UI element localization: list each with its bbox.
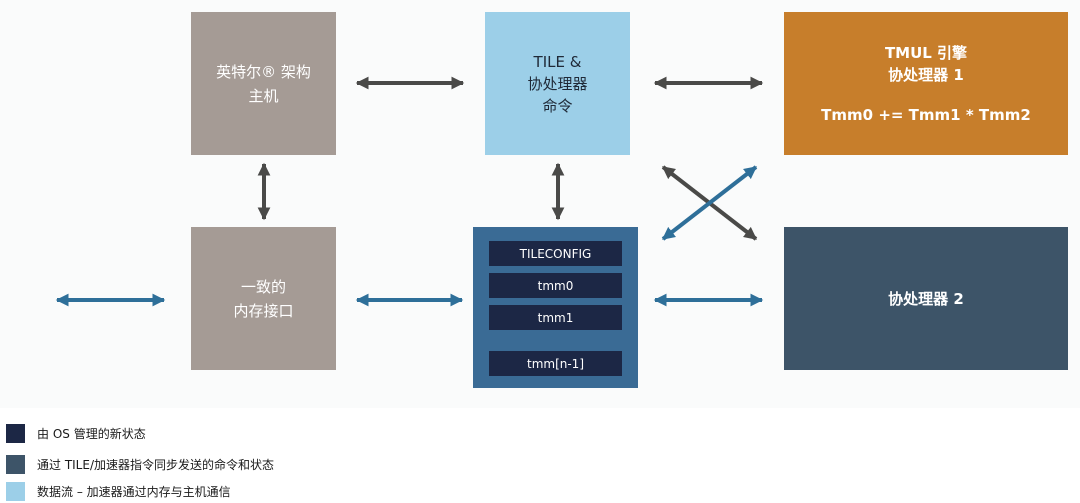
legend-swatch-slate (6, 454, 25, 474)
memory-label-line2: 内存接口 (233, 301, 294, 320)
intel-host-box: 英特尔® 架构 主机 (191, 12, 336, 155)
coprocessor-2-box: 协处理器 2 (784, 227, 1068, 370)
memory-label-line1: 一致的 (240, 277, 286, 296)
tmm-n-1-row: tmm[n-1] (489, 351, 622, 376)
host-label-line2: 主机 (248, 86, 279, 105)
tileconfig-panel: TILECONFIG tmm0 tmm1 tmm[n-1] (473, 227, 638, 388)
tmm1-row: tmm1 (489, 305, 622, 330)
tile-label-line1: TILE & (533, 52, 582, 71)
host-label-line1: 英特尔® 架构 (216, 62, 311, 81)
tmul-label-line1: TMUL 引擎 (884, 43, 968, 62)
tile-command-box: TILE & 协处理器 命令 (485, 12, 630, 155)
connector-arrows (55, 76, 764, 307)
tmul-label-line2: 协处理器 1 (888, 65, 964, 84)
legend-swatch-dark-navy (6, 423, 25, 443)
coherent-memory-box: 一致的 内存接口 (191, 227, 336, 370)
legend-item-sync-commands: 通过 TILE/加速器指令同步发送的命令和状态 (6, 454, 506, 474)
legend-text: 通过 TILE/加速器指令同步发送的命令和状态 (37, 457, 274, 472)
legend-text: 数据流 – 加速器通过内存与主机通信 (37, 484, 231, 499)
tile-label-line3: 命令 (542, 96, 573, 115)
tile-label-line2: 协处理器 (527, 74, 588, 93)
tmul-engine-box: TMUL 引擎 协处理器 1 Tmm0 += Tmm1 * Tmm2 (784, 12, 1068, 155)
coprocessor-2-label: 协处理器 2 (888, 290, 964, 308)
legend-swatch-light-blue (6, 481, 25, 501)
tileconfig-row: TILECONFIG (489, 241, 622, 266)
arrow-cross-blue (661, 165, 758, 241)
legend-item-os-state: 由 OS 管理的新状态 (6, 423, 506, 443)
legend-text: 由 OS 管理的新状态 (37, 426, 146, 441)
legend-item-data-flow: 数据流 – 加速器通过内存与主机通信 (6, 481, 506, 501)
tmm0-row: tmm0 (489, 273, 622, 298)
tmul-formula: Tmm0 += Tmm1 * Tmm2 (821, 105, 1031, 124)
